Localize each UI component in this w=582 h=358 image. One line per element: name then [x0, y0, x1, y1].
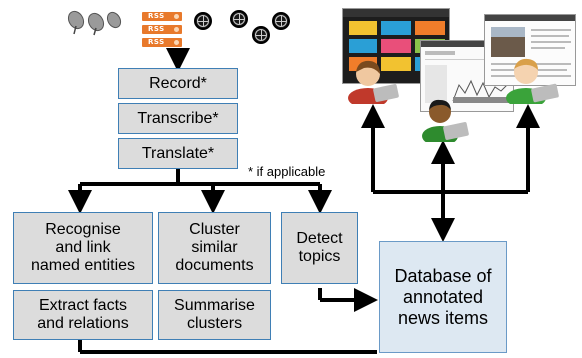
satellite-dish-icon	[66, 8, 126, 36]
ner-box: Recognise and link named entities	[13, 212, 153, 284]
topics-label: Detect topics	[296, 230, 343, 265]
database-label: Database of annotated news items	[394, 265, 492, 328]
summarise-label: Summarise clusters	[174, 297, 255, 332]
cluster-label: Cluster similar documents	[175, 221, 254, 274]
facts-box: Extract facts and relations	[13, 290, 153, 340]
user-avatar-green-light	[504, 52, 562, 108]
transcribe-label: Transcribe*	[137, 109, 219, 127]
topics-box: Detect topics	[281, 212, 358, 284]
record-box: Record*	[118, 68, 238, 99]
transcribe-box: Transcribe*	[118, 103, 238, 134]
footnote: * if applicable	[248, 164, 326, 179]
summarise-box: Summarise clusters	[158, 290, 271, 340]
ner-label: Recognise and link named entities	[30, 221, 136, 274]
translate-box: Translate*	[118, 138, 238, 169]
record-label: Record*	[149, 74, 207, 92]
database-box: Database of annotated news items	[379, 241, 507, 353]
facts-label: Extract facts and relations	[37, 297, 129, 332]
user-avatar-green-dark	[418, 92, 470, 146]
user-avatar-red	[344, 52, 400, 108]
analytics-screenshot	[420, 40, 514, 112]
cluster-box: Cluster similar documents	[158, 212, 271, 284]
translate-label: Translate*	[141, 144, 215, 162]
